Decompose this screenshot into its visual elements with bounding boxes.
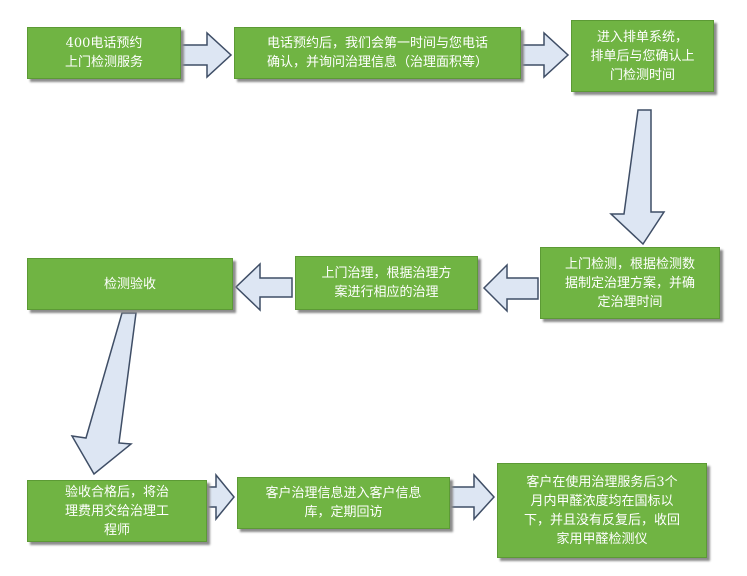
step-scheduling-text: 进入排单系统， 排单后与您确认上 门检测时间 bbox=[590, 29, 695, 83]
step-onsite-treatment: 上门治理，根据治理方 案进行相应的治理 bbox=[295, 256, 478, 310]
step-customer-database-text: 客户治理信息进入客户信息 库，定期回访 bbox=[265, 486, 422, 520]
step-payment: 验收合格后，将治 理费用交给治理工 程师 bbox=[27, 480, 207, 542]
arrow-step6-to-step7 bbox=[70, 312, 137, 476]
arrow-step2-to-step3 bbox=[521, 31, 570, 79]
arrow-step1-to-step2 bbox=[180, 31, 233, 79]
step-customer-database: 客户治理信息进入客户信息 库，定期回访 bbox=[237, 477, 450, 529]
arrow-step3-to-step4 bbox=[609, 109, 666, 246]
step-phone-booking-text: 400电话预约 上门检测服务 bbox=[64, 36, 143, 70]
step-payment-text: 验收合格后，将治 理费用交给治理工 程师 bbox=[64, 484, 169, 538]
step-device-return: 客户在使用治理服务后3个 月内甲醛浓度均在国标以 下，并且没有反复后，收回 家用… bbox=[497, 463, 707, 558]
step-phone-booking: 400电话预约 上门检测服务 bbox=[27, 27, 181, 79]
step-onsite-inspection: 上门检测，根据检测数 据制定治理方案，并确 定治理时间 bbox=[540, 247, 720, 319]
step-device-return-text: 客户在使用治理服务后3个 月内甲醛浓度均在国标以 下，并且没有反复后，收回 家用… bbox=[523, 474, 680, 547]
step-phone-confirm: 电话预约后，我们会第一时间与您电话 确认，并询问治理信息（治理面积等） bbox=[234, 27, 521, 79]
step-acceptance-test-text: 检测验收 bbox=[103, 276, 156, 292]
step-onsite-inspection-text: 上门检测，根据检测数 据制定治理方案，并确 定治理时间 bbox=[564, 256, 695, 310]
step-scheduling: 进入排单系统， 排单后与您确认上 门检测时间 bbox=[571, 20, 714, 92]
step-acceptance-test: 检测验收 bbox=[27, 258, 233, 310]
step-onsite-treatment-text: 上门治理，根据治理方 案进行相应的治理 bbox=[321, 266, 452, 300]
arrow-step8-to-step9 bbox=[449, 473, 496, 521]
arrow-step4-to-step5 bbox=[482, 263, 539, 313]
step-phone-confirm-text: 电话预约后，我们会第一时间与您电话 确认，并询问治理信息（治理面积等） bbox=[266, 36, 488, 70]
arrow-step7-to-step8 bbox=[204, 472, 235, 522]
arrow-step5-to-step6 bbox=[234, 262, 293, 312]
